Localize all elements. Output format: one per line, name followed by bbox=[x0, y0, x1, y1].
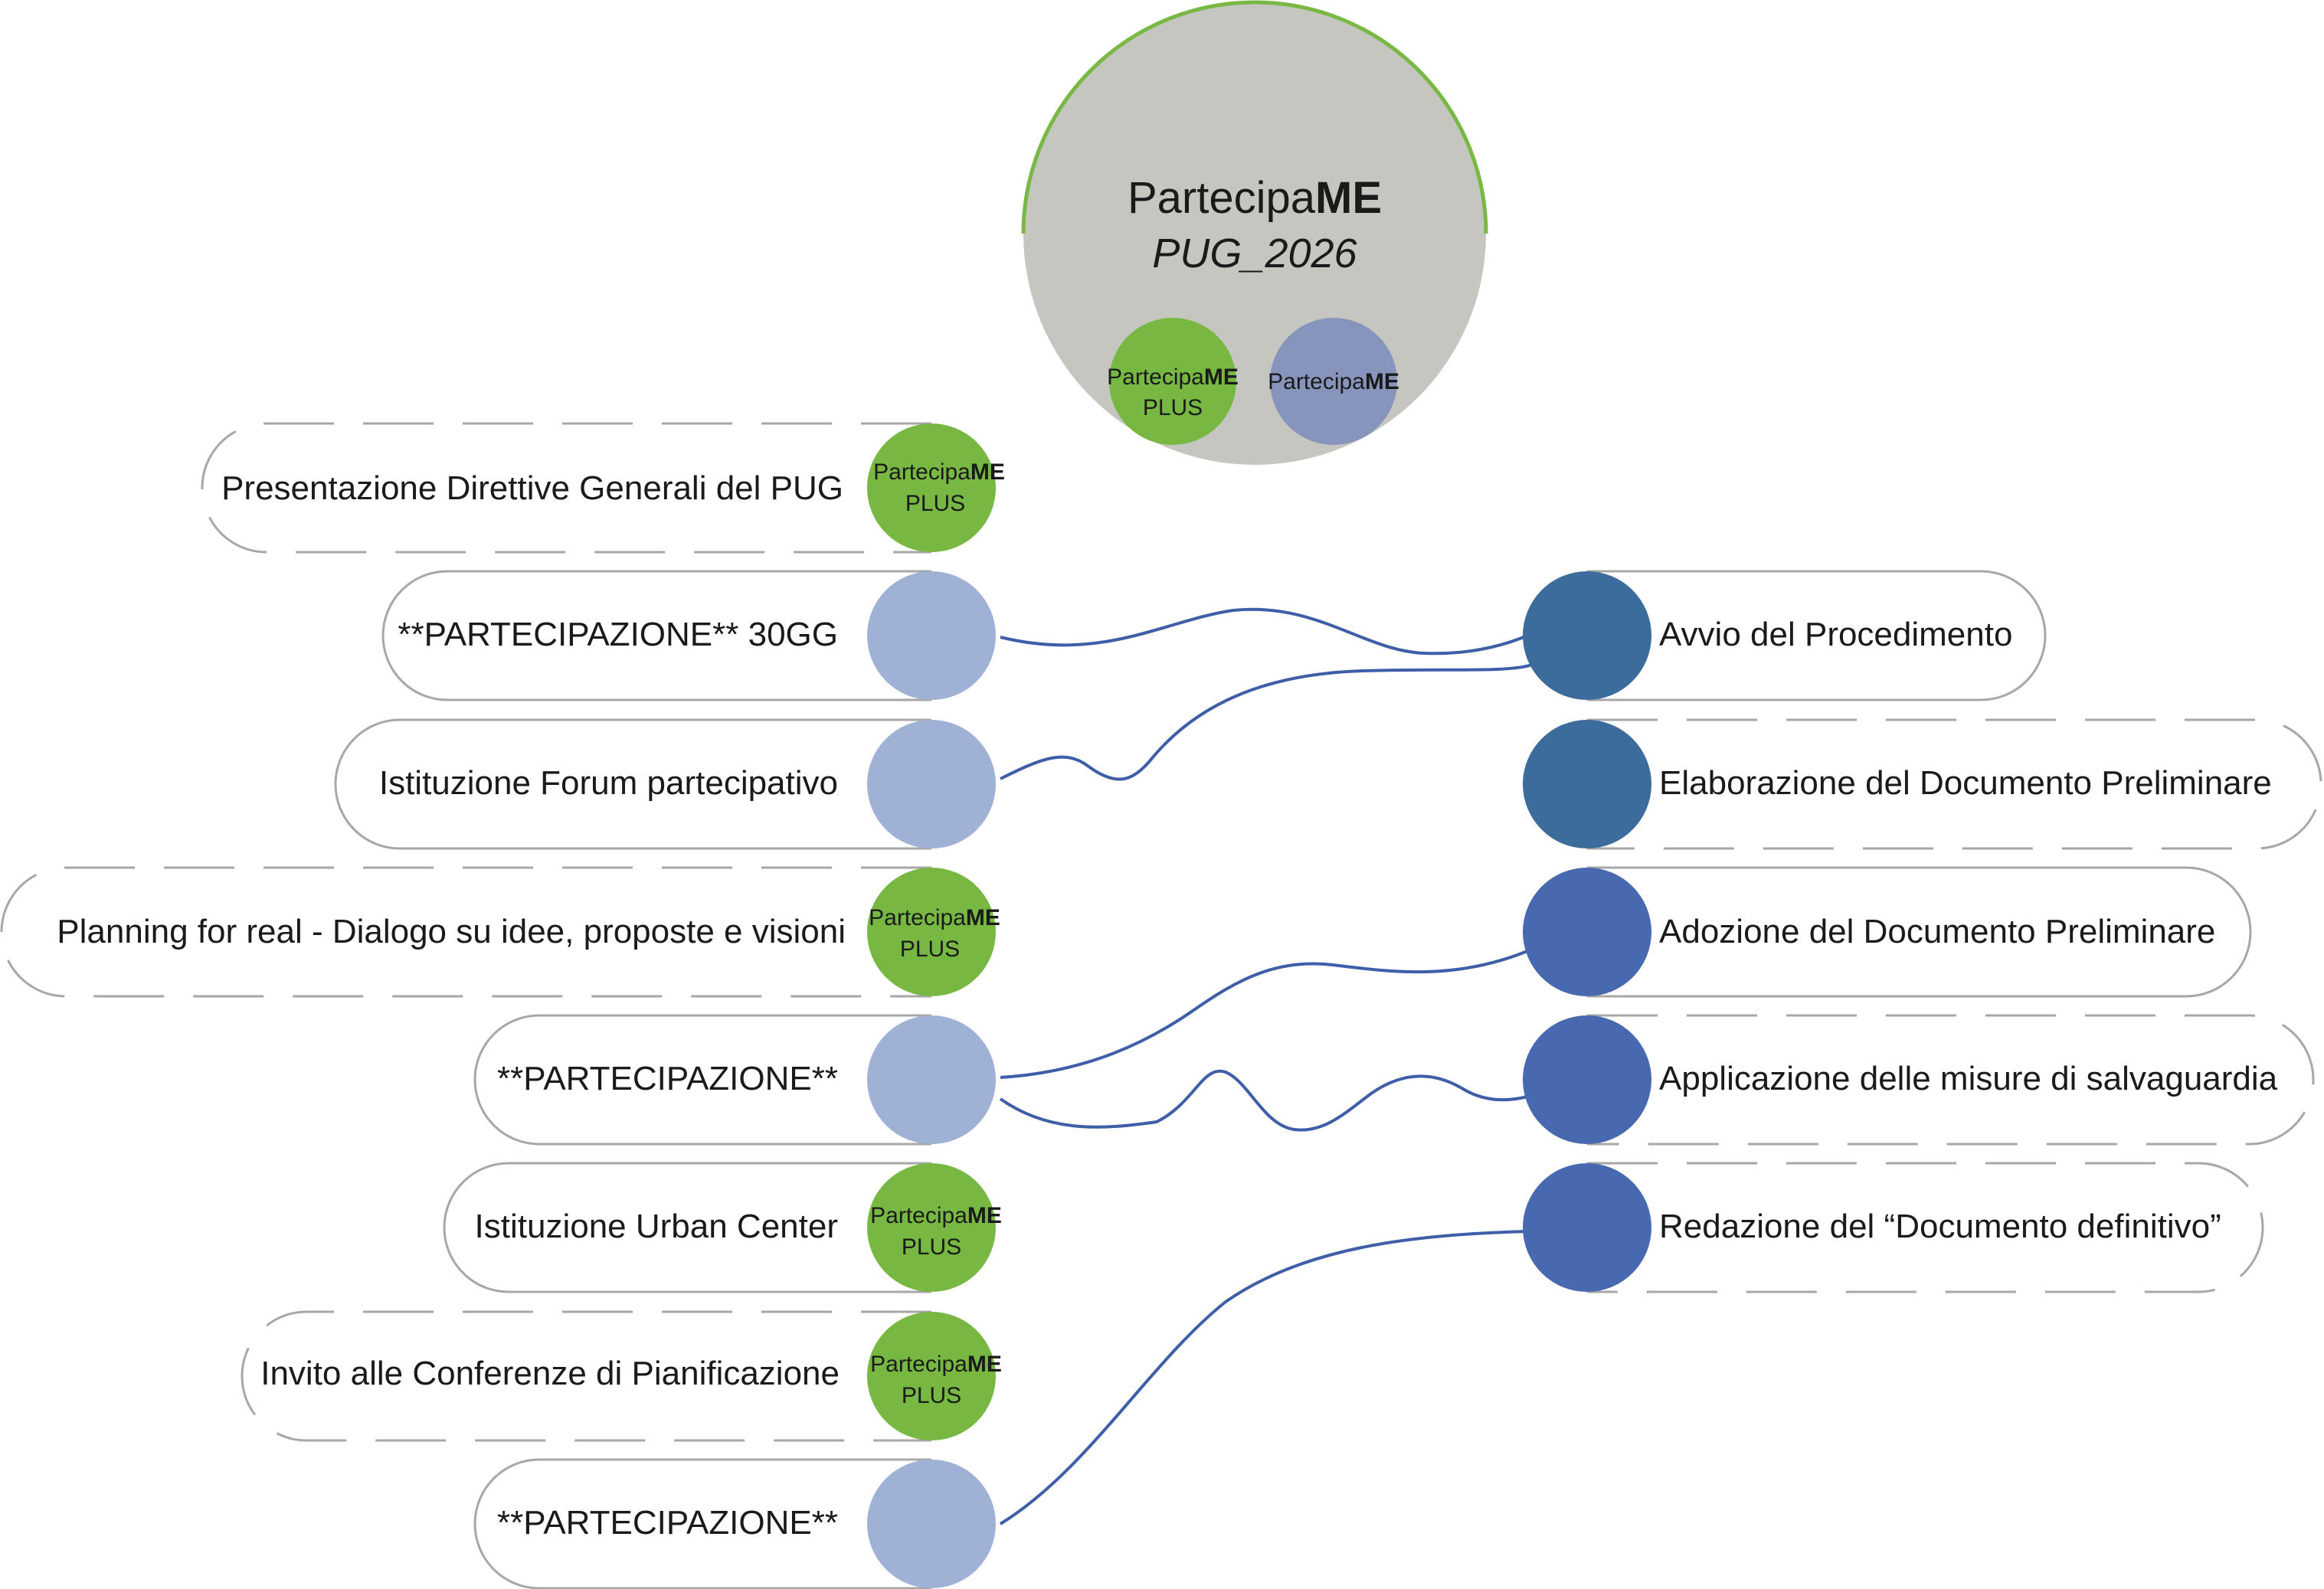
step-label: Redazione del “Documento definitivo” bbox=[1659, 1208, 2221, 1245]
step-outline bbox=[0, 866, 931, 998]
step-outline bbox=[201, 422, 931, 554]
connector-participation-salvaguardia bbox=[999, 1069, 1528, 1132]
connector-forum-avvio bbox=[1000, 663, 1533, 781]
left-step: **PARTECIPAZIONE** 30GG bbox=[381, 570, 996, 701]
step-label: Planning for real - Dialogo su idee, pro… bbox=[57, 913, 846, 950]
procedure-node bbox=[1523, 868, 1651, 996]
connectors bbox=[999, 607, 1533, 1525]
hub-badge-base bbox=[1270, 318, 1397, 445]
hub-badge-base-label: PartecipaME bbox=[1268, 369, 1399, 394]
step-outline bbox=[443, 1162, 931, 1293]
plus-badge bbox=[867, 423, 996, 552]
procedure-node bbox=[1523, 1163, 1651, 1292]
plus-badge bbox=[867, 1163, 996, 1292]
step-label: **PARTECIPAZIONE** bbox=[497, 1504, 838, 1542]
right-step: Redazione del “Documento definitivo” bbox=[1523, 1162, 2264, 1293]
right-column: Avvio del Procedimento Elaborazione del … bbox=[1523, 570, 2322, 1293]
step-label: Elaborazione del Documento Preliminare bbox=[1659, 764, 2272, 802]
procedure-node bbox=[1523, 1015, 1651, 1144]
plus-badge-label: PartecipaME bbox=[870, 1203, 1002, 1228]
right-step: Elaborazione del Documento Preliminare bbox=[1523, 718, 2322, 850]
plus-badge-label: PartecipaME bbox=[870, 1352, 1002, 1377]
left-step: Istituzione Forum partecipativo bbox=[334, 718, 996, 850]
step-outline bbox=[1587, 718, 2322, 850]
plus-badge-line2: PLUS bbox=[902, 1383, 961, 1408]
step-outline bbox=[473, 1014, 931, 1146]
hub-badge-plus-label: PartecipaME bbox=[1107, 365, 1239, 390]
right-step: Applicazione delle misure di salvaguardi… bbox=[1523, 1014, 2315, 1146]
plus-badge-line2: PLUS bbox=[900, 937, 960, 962]
step-outline bbox=[1587, 1162, 2264, 1293]
left-step: Presentazione Direttive Generali del PUG… bbox=[201, 422, 1005, 554]
right-step: Avvio del Procedimento bbox=[1523, 570, 2047, 701]
plus-badge bbox=[867, 868, 996, 996]
step-outline bbox=[381, 570, 931, 701]
participation-node bbox=[867, 720, 996, 848]
step-outline bbox=[334, 718, 931, 850]
hub: PartecipaME PUG_2026 PartecipaME PLUS Pa… bbox=[1021, 0, 1488, 465]
plus-badge-line2: PLUS bbox=[905, 491, 965, 516]
left-step: Istituzione Urban Center PartecipaME PLU… bbox=[443, 1162, 1002, 1293]
left-step: **PARTECIPAZIONE** bbox=[473, 1014, 996, 1146]
left-column: Presentazione Direttive Generali del PUG… bbox=[0, 422, 1005, 1589]
step-outline bbox=[473, 1458, 931, 1589]
left-step: Invito alle Conferenze di Pianificazione… bbox=[241, 1310, 1002, 1442]
connector-participation-definitivo bbox=[999, 1230, 1528, 1525]
step-outline bbox=[1587, 570, 2047, 701]
procedure-node bbox=[1523, 720, 1651, 848]
step-outline bbox=[1587, 866, 2252, 998]
plus-badge-label: PartecipaME bbox=[869, 905, 1000, 930]
hub-badge-plus-line2: PLUS bbox=[1143, 395, 1203, 420]
procedure-node bbox=[1523, 571, 1651, 700]
step-label: **PARTECIPAZIONE** bbox=[497, 1060, 838, 1097]
step-label: Istituzione Urban Center bbox=[475, 1208, 838, 1245]
step-label: Presentazione Direttive Generali del PUG bbox=[221, 469, 843, 507]
step-label: Istituzione Forum partecipativo bbox=[379, 764, 838, 802]
connector-participation30-avvio bbox=[1000, 607, 1528, 656]
participation-node bbox=[867, 571, 996, 700]
step-label: Applicazione delle misure di salvaguardi… bbox=[1659, 1060, 2278, 1097]
hub-subtitle: PUG_2026 bbox=[1152, 231, 1357, 276]
plus-badge-label: PartecipaME bbox=[873, 459, 1005, 485]
step-outline bbox=[241, 1310, 931, 1442]
step-label: Adozione del Documento Preliminare bbox=[1659, 913, 2215, 950]
right-step: Adozione del Documento Preliminare bbox=[1523, 866, 2252, 998]
left-step: **PARTECIPAZIONE** bbox=[473, 1458, 996, 1589]
step-outline bbox=[1587, 1014, 2315, 1146]
hub-title: PartecipaME bbox=[1128, 173, 1382, 223]
participation-node bbox=[867, 1460, 996, 1588]
step-label: Avvio del Procedimento bbox=[1659, 616, 2012, 653]
plus-badge bbox=[867, 1312, 996, 1440]
hub-arc bbox=[1021, 0, 1488, 234]
connector-participation-adozione bbox=[1000, 950, 1528, 1079]
step-label: **PARTECIPAZIONE** 30GG bbox=[398, 616, 838, 653]
left-step: Planning for real - Dialogo su idee, pro… bbox=[0, 866, 1000, 998]
step-label: Invito alle Conferenze di Pianificazione bbox=[260, 1355, 840, 1392]
plus-badge-line2: PLUS bbox=[902, 1234, 961, 1260]
participation-node bbox=[867, 1015, 996, 1144]
hub-badge-plus bbox=[1109, 318, 1236, 445]
